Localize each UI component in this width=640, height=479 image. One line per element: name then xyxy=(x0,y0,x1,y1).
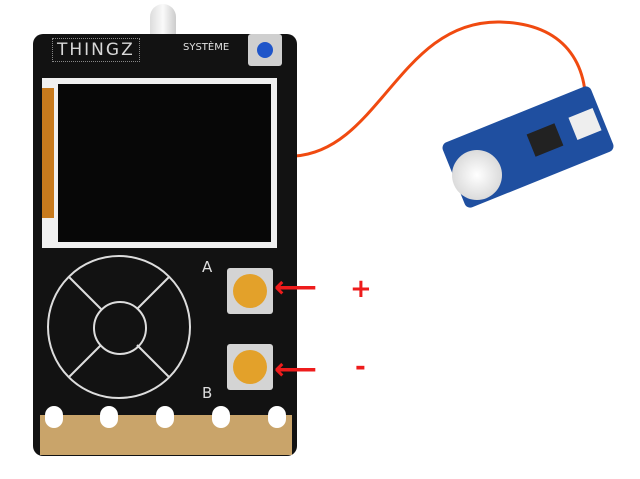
button-b-label: B xyxy=(202,384,213,402)
pin-hole xyxy=(268,406,286,428)
pin-hole xyxy=(212,406,230,428)
button-b[interactable] xyxy=(227,344,273,390)
screen-ribbon xyxy=(42,88,54,218)
screen xyxy=(58,84,271,242)
system-label: SYSTÈME xyxy=(183,42,230,53)
button-a[interactable] xyxy=(227,268,273,314)
pin-hole xyxy=(45,406,63,428)
minus-label: - xyxy=(355,352,366,382)
arrow-left-icon: ⟵ xyxy=(274,352,318,387)
pin-hole xyxy=(100,406,118,428)
pir-dome xyxy=(452,150,502,200)
thingz-logo: THINGZ xyxy=(52,38,140,62)
arrow-left-icon: ⟵ xyxy=(274,270,318,305)
pin-hole xyxy=(156,406,174,428)
plus-label: + xyxy=(350,274,372,304)
direction-pad[interactable] xyxy=(47,255,191,399)
button-a-label: A xyxy=(202,258,213,276)
system-button[interactable] xyxy=(248,34,282,66)
